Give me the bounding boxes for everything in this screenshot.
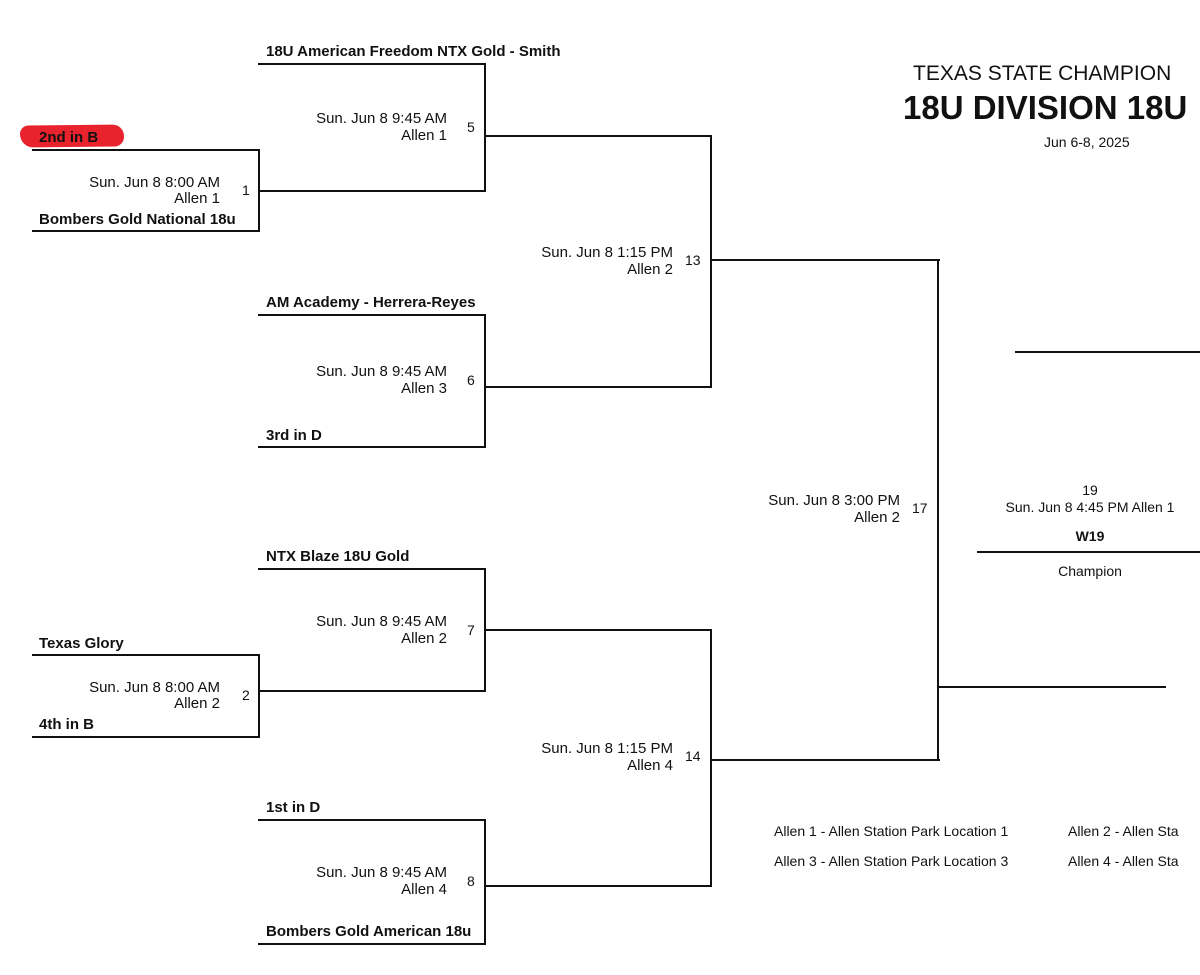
legend-item: Allen 4 - Allen Sta [1068,853,1179,869]
game-datetime: Sun. Jun 8 8:00 AM [89,174,220,191]
game-datetime: Sun. Jun 8 9:45 AM [316,363,447,380]
game-number: 1 [242,182,250,198]
team-slot: NTX Blaze 18U Gold [266,548,410,565]
team-slot: Bombers Gold American 18u [266,923,472,940]
team-slot: 3rd in D [266,427,322,444]
game-number: 19 [1082,482,1098,498]
game-datetime: Sun. Jun 8 4:45 PM Allen 1 [1005,499,1175,515]
team-slot: 1st in D [266,799,321,816]
game-datetime: Sun. Jun 8 9:45 AM [316,613,447,630]
game-field: Allen 1 [401,127,447,144]
bracket-line [1015,351,1200,353]
legend-item: Allen 3 - Allen Station Park Location 3 [774,853,1009,869]
game-number: 2 [242,687,250,703]
game-number: 17 [912,500,928,516]
team-slot: 18U American Freedom NTX Gold - Smith [266,43,561,60]
game-datetime: Sun. Jun 8 1:15 PM [541,244,673,261]
game-field: Allen 2 [854,509,900,526]
tournament-title: TEXAS STATE CHAMPION [913,62,1172,85]
game-datetime: Sun. Jun 8 8:00 AM [89,679,220,696]
game-field: Allen 4 [627,757,673,774]
team-slot: 2nd in B [39,129,99,146]
game-number: 7 [467,622,475,638]
legend-item: Allen 2 - Allen Sta [1068,823,1179,839]
game-number: 13 [685,252,701,268]
team-slot: 4th in B [39,716,94,733]
winner-slot: W19 [1075,528,1105,544]
team-slot: AM Academy - Herrera-Reyes [266,294,476,311]
team-slot: Texas Glory [39,635,124,652]
division-title: 18U DIVISION 18U [903,89,1188,126]
game-field: Allen 1 [174,190,220,207]
legend-item: Allen 1 - Allen Station Park Location 1 [774,823,1009,839]
game-datetime: Sun. Jun 8 9:45 AM [316,110,447,127]
game-field: Allen 3 [401,380,447,397]
tournament-dates: Jun 6-8, 2025 [1044,134,1130,150]
game-number: 6 [467,372,475,388]
game-number: 8 [467,873,475,889]
game-field: Allen 2 [174,695,220,712]
game-field: Allen 2 [401,630,447,647]
game-datetime: Sun. Jun 8 3:00 PM [768,492,900,509]
game-datetime: Sun. Jun 8 9:45 AM [316,864,447,881]
game-number: 14 [685,748,701,764]
game-datetime: Sun. Jun 8 1:15 PM [541,740,673,757]
game-field: Allen 4 [401,881,447,898]
game-number: 5 [467,119,475,135]
game-field: Allen 2 [627,261,673,278]
champion-label: Champion [1058,563,1122,579]
team-slot: Bombers Gold National 18u [39,211,236,228]
